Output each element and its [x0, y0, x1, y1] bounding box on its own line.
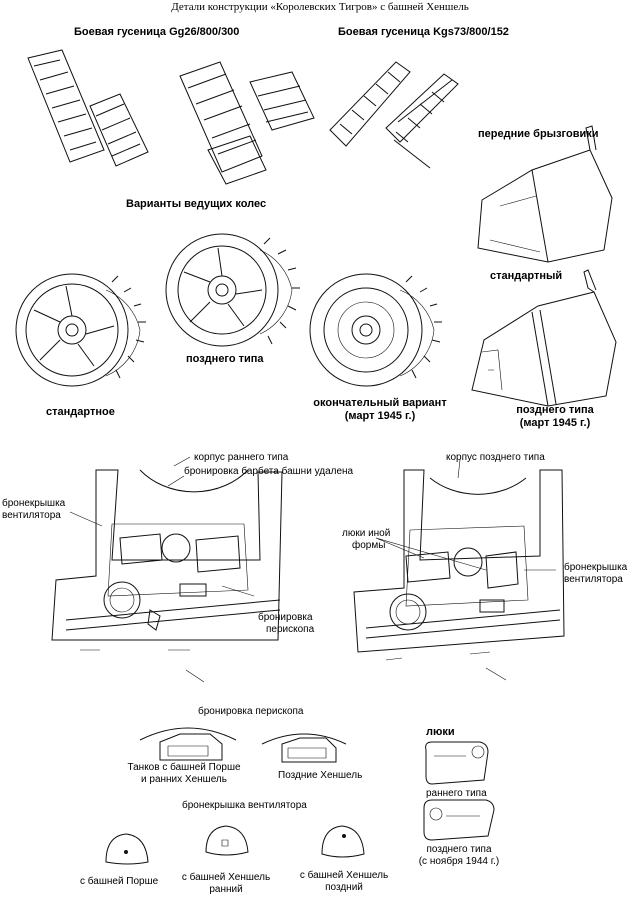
sprocket-final-illustration	[309, 273, 442, 387]
sprocket-final-label-line2: (март 1945 г.)	[344, 410, 416, 422]
barbette-removed-label: бронировка барбета башни удалена	[184, 466, 354, 477]
mudguard-late-label-line1: позднего типа	[516, 404, 594, 416]
fan-cover-label-early-line2: вентилятора	[2, 510, 61, 521]
hull-late-label: корпус позднего типа	[446, 452, 545, 463]
fan-cover-henschel-late-label-line2: поздний	[325, 882, 363, 893]
fan-cover-porsche-label: с башней Порше	[80, 876, 159, 887]
hatch-shape-label-line2: формы	[352, 540, 386, 551]
hull-early-label: корпус раннего типа	[194, 452, 289, 463]
periscope-armor-label-line1: бронировка	[258, 612, 313, 623]
periscope-armor-heading: бронировка перископа	[198, 706, 304, 717]
fan-cover-henschel-late-illustration	[321, 825, 365, 858]
fan-cover-label-late-line2: вентилятора	[564, 574, 623, 585]
sprocket-standard-illustration	[15, 273, 146, 387]
hatch-late-label-line1: позднего типа	[426, 844, 492, 855]
hatch-late-label-line2: (с ноября 1944 г.)	[418, 856, 500, 867]
mudguards-heading: передние брызговики	[478, 128, 599, 140]
fan-cover-henschel-early-label-line2: ранний	[209, 884, 243, 895]
hatch-late-illustration	[423, 799, 495, 841]
periscope-porsche-label-line1: Танков с башней Порше	[127, 762, 241, 773]
periscope-armor-label-line2: перископа	[266, 624, 315, 635]
fan-cover-henschel-early-illustration	[205, 825, 249, 856]
track-gg-illustration	[27, 49, 315, 185]
fan-cover-henschel-early-label-line1: с башней Хеншель	[181, 872, 271, 883]
sprocket-final-label-line1: окончательный вариант	[313, 397, 447, 409]
fan-cover-henschel-late-label-line1: с башней Хеншель	[299, 870, 389, 881]
hull-late-illustration	[353, 469, 565, 681]
track-kgs-illustration	[329, 61, 459, 169]
fan-cover-porsche-illustration	[105, 833, 149, 865]
hatch-shape-label-line1: люки иной	[342, 528, 391, 539]
track-gg-label: Боевая гусеница Gg26/800/300	[74, 26, 240, 38]
periscope-porsche-label-line2: и ранних Хеншель	[141, 774, 227, 785]
sprocket-late-illustration	[165, 233, 300, 347]
mudguard-standard-label: стандартный	[490, 270, 563, 282]
periscope-late-label: Поздние Хеншель	[278, 770, 363, 781]
hatches-heading: люки	[426, 726, 455, 738]
hatch-early-label: раннего типа	[426, 788, 487, 799]
fan-cover-label-early-line1: бронекрышка	[2, 498, 66, 509]
page-title: Детали конструкции «Королевских Тигров» …	[171, 1, 469, 13]
track-kgs-label: Боевая гусеница Kgs73/800/152	[338, 26, 509, 38]
fan-covers-heading: бронекрышка вентилятора	[182, 800, 307, 811]
hull-early-illustration	[51, 469, 283, 683]
mudguard-standard-illustration	[477, 125, 613, 263]
mudguard-late-illustration	[471, 269, 617, 407]
fan-cover-label-late-line1: бронекрышка	[564, 562, 628, 573]
periscope-armor-illustration	[139, 727, 347, 763]
sprocket-standard-label: стандартное	[46, 406, 115, 418]
sprockets-heading: Варианты ведущих колес	[126, 198, 267, 210]
sprocket-late-label: позднего типа	[186, 353, 264, 365]
mudguard-late-label-line2: (март 1945 г.)	[519, 417, 591, 429]
hatch-early-illustration	[425, 741, 489, 785]
